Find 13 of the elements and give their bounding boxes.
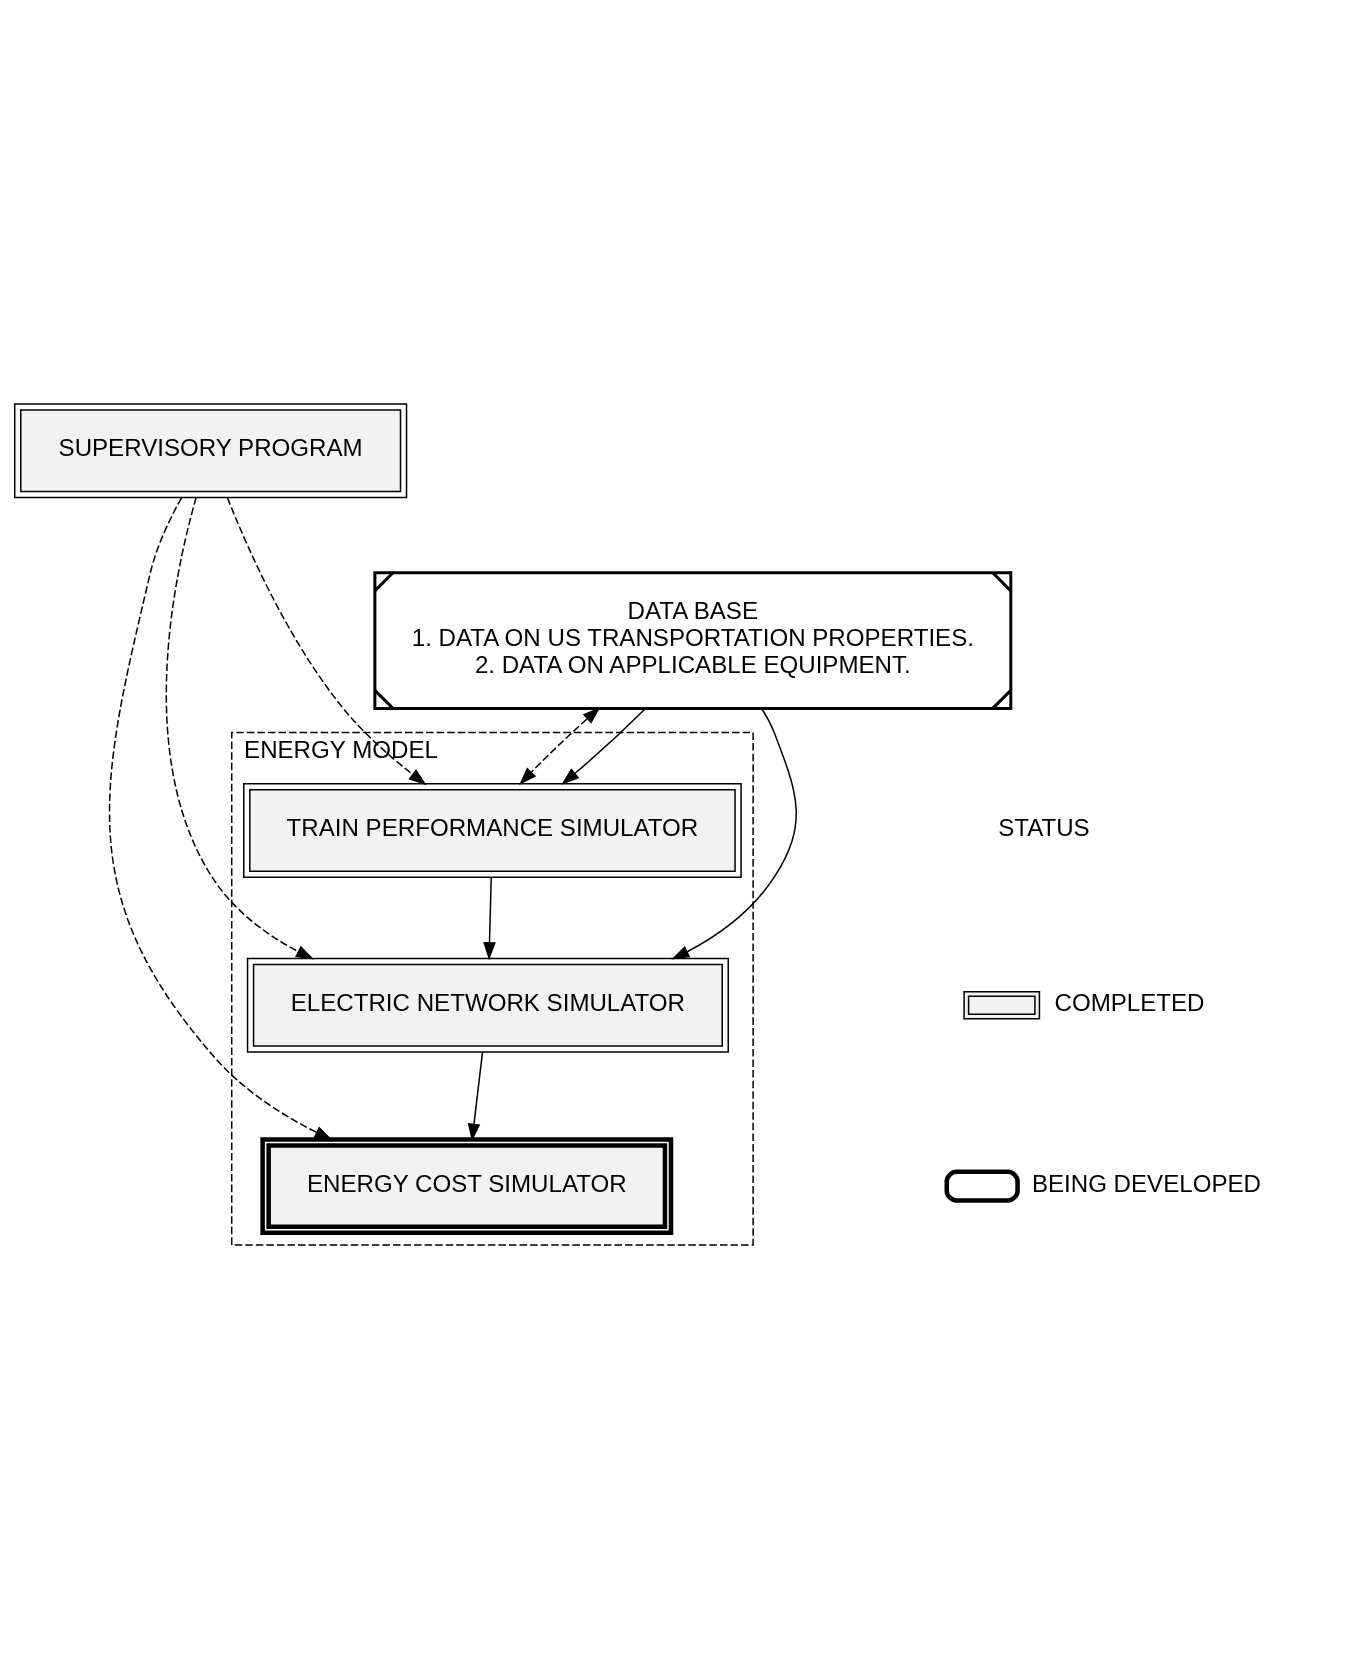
arrow [671,707,797,960]
arrow [561,707,647,785]
arrow [109,496,333,1140]
legend-label: BEING DEVELOPED [1031,1169,1262,1197]
arrow [165,496,315,960]
node-box: SUPERVISORY PROGRAM [13,402,408,498]
node-box: TRAIN PERFORMANCE SIMULATOR [243,782,742,878]
arrow [483,876,496,960]
legend-label: COMPLETED [1054,988,1205,1016]
arrow [226,496,427,785]
node-box: ENERGY COST SIMULATOR [260,1136,674,1235]
node-box: ELECTRIC NETWORK SIMULATOR [246,957,729,1053]
label: STATUS [998,813,1090,841]
